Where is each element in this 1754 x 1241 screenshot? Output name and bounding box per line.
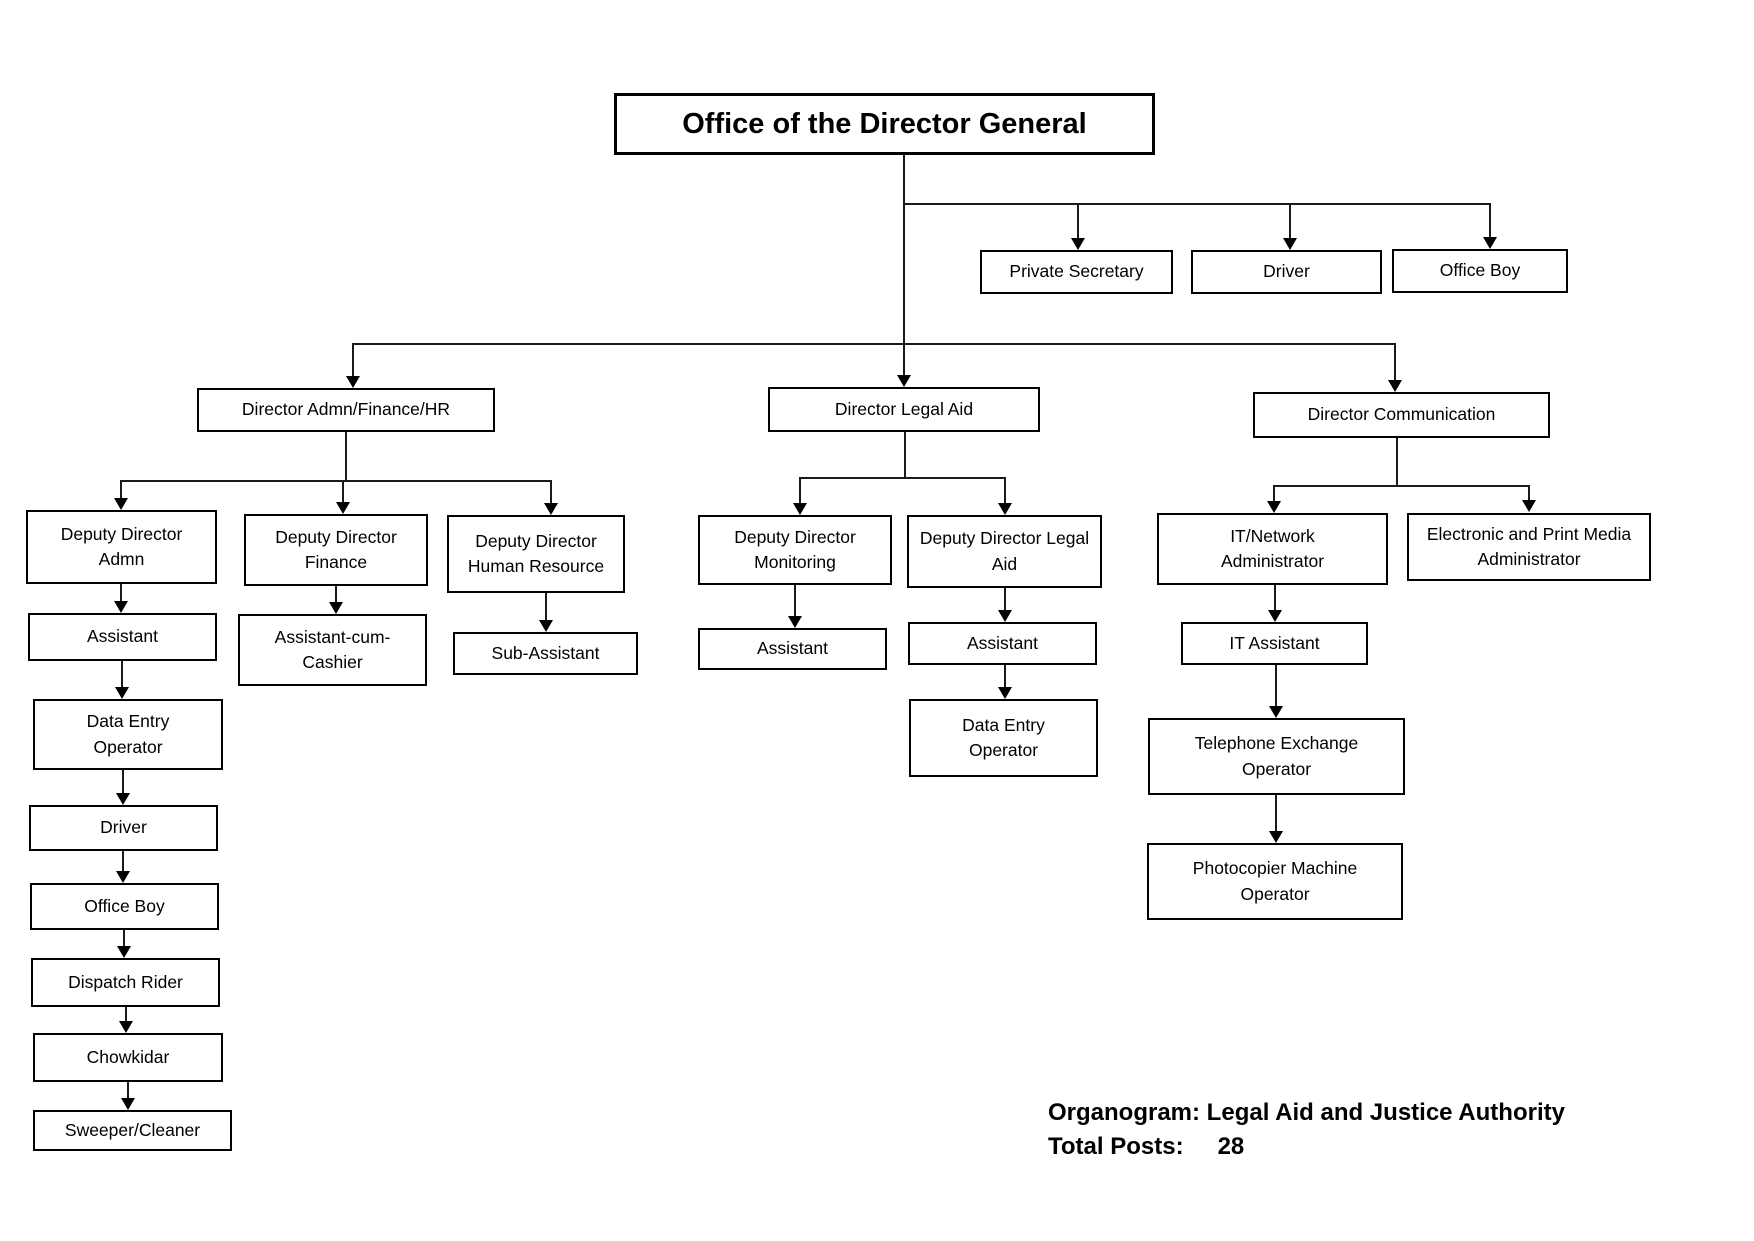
connector-vline [345,432,347,480]
connector-hline [800,477,1006,479]
connector-vline [352,343,354,377]
arrowhead-down [1283,238,1297,250]
connector-vline [1004,477,1006,504]
node-office-of-the-director-general: Office of the Director General [614,93,1155,155]
connector-vline [799,477,801,504]
total-posts-label: Total Posts: [1048,1132,1184,1160]
connector-vline [550,480,552,504]
connector-vline [904,432,906,477]
node-chowkidar: Chowkidar [33,1033,223,1082]
connector-vline [1528,485,1530,501]
connector-vline [127,1082,129,1099]
connector-hline [903,203,1491,205]
node-assistant-admn: Assistant [28,613,217,661]
node-office-boy-admn: Office Boy [30,883,219,930]
arrowhead-down [114,498,128,510]
arrowhead-down [998,503,1012,515]
arrowhead-down [1268,610,1282,622]
arrowhead-down [117,946,131,958]
node-assistant-monitoring: Assistant [698,628,887,670]
node-office-boy-top: Office Boy [1392,249,1568,293]
caption-total-posts: Total Posts: 28 [1048,1130,1565,1164]
connector-vline [1489,203,1491,238]
connector-hline [353,343,1396,345]
connector-hline [121,480,552,482]
arrowhead-down [336,502,350,514]
arrowhead-down [788,616,802,628]
arrowhead-down [119,1021,133,1033]
connector-vline [335,586,337,603]
arrowhead-down [346,376,360,388]
node-assistant-legal-aid: Assistant [908,622,1097,665]
connector-vline [903,155,905,376]
connector-vline [1396,438,1398,485]
connector-vline [122,851,124,872]
arrowhead-down [998,687,1012,699]
arrowhead-down [1522,500,1536,512]
caption-block: Organogram: Legal Aid and Justice Author… [1048,1096,1565,1163]
node-electronic-print-media-administrator: Electronic and Print Media Administrator [1407,513,1651,581]
connector-vline [120,480,122,499]
connector-vline [545,593,547,621]
connector-vline [1004,665,1006,688]
node-assistant-cum-cashier: Assistant-cum-Cashier [238,614,427,686]
connector-vline [123,930,125,947]
arrowhead-down [115,687,129,699]
connector-vline [342,480,344,503]
connector-vline [1077,203,1079,239]
node-driver-top: Driver [1191,250,1382,294]
node-deputy-director-human-resource: Deputy Director Human Resource [447,515,625,593]
arrowhead-down [1071,238,1085,250]
arrowhead-down [897,375,911,387]
node-deputy-director-legal-aid: Deputy Director Legal Aid [907,515,1102,588]
node-deputy-director-admn: Deputy Director Admn [26,510,217,584]
arrowhead-down [116,871,130,883]
node-sub-assistant: Sub-Assistant [453,632,638,675]
connector-vline [1275,665,1277,706]
node-director-admn-finance-hr: Director Admn/Finance/HR [197,388,495,432]
node-director-communication: Director Communication [1253,392,1550,438]
arrowhead-down [793,503,807,515]
connector-vline [1275,795,1277,831]
connector-vline [125,1007,127,1022]
arrowhead-down [1388,380,1402,392]
arrowhead-down [998,610,1012,622]
node-deputy-director-monitoring: Deputy Director Monitoring [698,515,892,585]
node-dispatch-rider: Dispatch Rider [31,958,220,1007]
node-deputy-director-finance: Deputy Director Finance [244,514,428,586]
node-it-assistant: IT Assistant [1181,622,1368,665]
arrowhead-down [114,601,128,613]
caption-title: Organogram: Legal Aid and Justice Author… [1048,1099,1565,1126]
connector-hline [1274,485,1530,487]
node-photocopier-machine-operator: Photocopier Machine Operator [1147,843,1403,920]
arrowhead-down [1483,237,1497,249]
connector-vline [1394,343,1396,381]
connector-vline [121,661,123,688]
arrowhead-down [544,503,558,515]
arrowhead-down [1269,831,1283,843]
arrowhead-down [539,620,553,632]
arrowhead-down [121,1098,135,1110]
connector-vline [1273,485,1275,502]
total-posts-value: 28 [1217,1132,1245,1160]
connector-vline [1274,585,1276,610]
node-it-network-administrator: IT/Network Administrator [1157,513,1388,585]
connector-vline [120,584,122,602]
arrowhead-down [116,793,130,805]
node-director-legal-aid: Director Legal Aid [768,387,1040,432]
connector-vline [1004,588,1006,611]
arrowhead-down [1269,706,1283,718]
connector-vline [794,585,796,617]
arrowhead-down [1267,501,1281,513]
arrowhead-down [329,602,343,614]
node-sweeper-cleaner: Sweeper/Cleaner [33,1110,232,1151]
node-telephone-exchange-operator: Telephone Exchange Operator [1148,718,1405,795]
node-driver-admn: Driver [29,805,218,851]
node-data-entry-operator-legal-aid: Data Entry Operator [909,699,1098,777]
connector-vline [122,770,124,794]
node-private-secretary: Private Secretary [980,250,1173,294]
connector-vline [1289,203,1291,239]
node-data-entry-operator-admn: Data Entry Operator [33,699,223,770]
